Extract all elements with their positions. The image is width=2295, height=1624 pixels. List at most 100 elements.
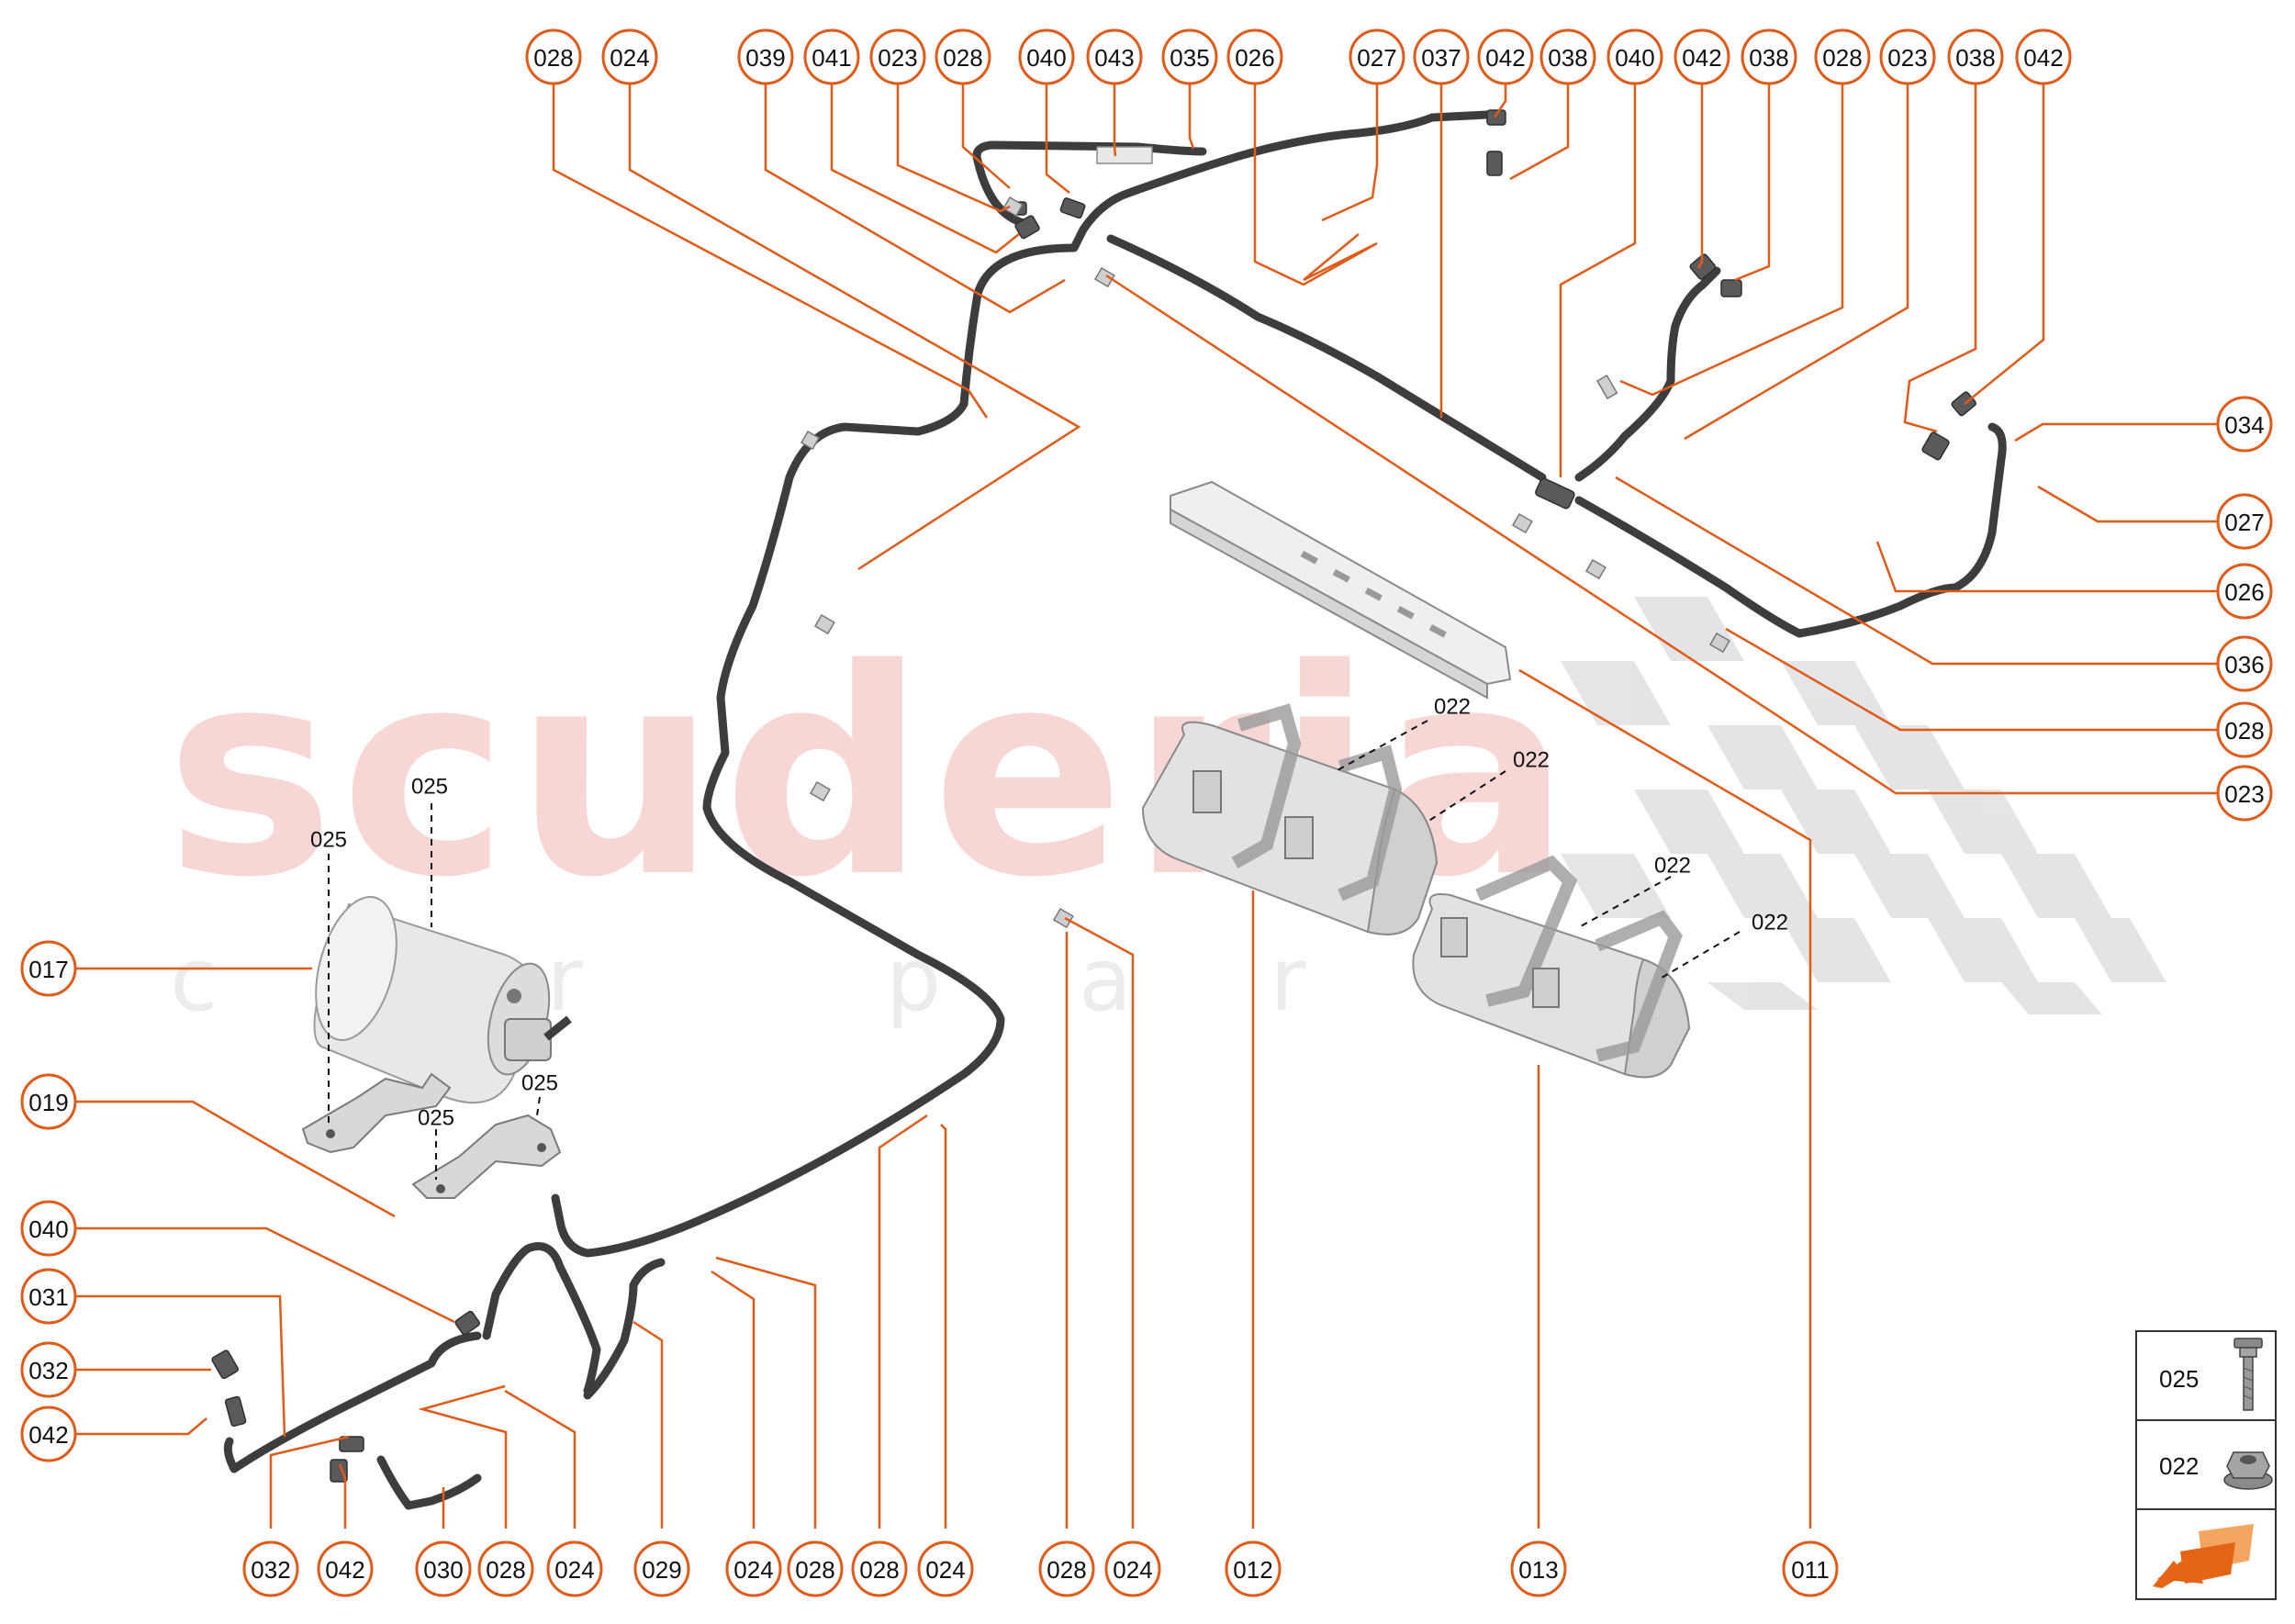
callout-label: 042 (1485, 44, 1525, 72)
callout-023: 023 (1879, 28, 1936, 85)
callout-017: 017 (20, 940, 77, 997)
callout-label: 028 (2224, 717, 2264, 745)
callout-label: 031 (28, 1283, 68, 1311)
main-supply-pipe (551, 110, 1492, 1258)
callout-circle (803, 28, 860, 85)
callout-circle (633, 1540, 690, 1597)
callout-label: 038 (1749, 44, 1788, 72)
callout-023: 023 (869, 28, 926, 85)
callout-label: 037 (1421, 44, 1461, 72)
canister-bracket-lower (411, 1114, 562, 1199)
flange-bolt-icon (2233, 1338, 2263, 1411)
callout-circle (546, 1540, 603, 1597)
callout-circle (1413, 28, 1470, 85)
callout-circle (1038, 1540, 1095, 1597)
callout-circle (1225, 1540, 1282, 1597)
callout-032: 032 (242, 1540, 299, 1597)
callout-028: 028 (851, 1540, 908, 1597)
fuel-cooler-canister (313, 896, 572, 1104)
pipe-network (223, 110, 2007, 1510)
callout-label: 023 (1887, 44, 1927, 72)
callout-circle (415, 1540, 472, 1597)
callout-label: 028 (486, 1556, 525, 1584)
callout-label: 027 (1357, 44, 1396, 72)
fuel-tank-left (1141, 703, 1439, 935)
callout-circle (2216, 635, 2273, 692)
callout-042: 042 (20, 1406, 77, 1462)
callout-038: 038 (1741, 28, 1797, 85)
callout-circle (525, 28, 582, 85)
callout-012: 012 (1225, 1540, 1282, 1597)
callout-circle (2216, 396, 2273, 453)
label-025: 025 (310, 828, 347, 853)
callout-label: 028 (1822, 44, 1862, 72)
callout-label: 035 (1170, 44, 1209, 72)
legend-item-022: 022 (2159, 1451, 2273, 1490)
callout-042: 042 (317, 1540, 374, 1597)
callout-043: 043 (1086, 28, 1143, 85)
callout-label: 023 (878, 44, 917, 72)
callout-label: 012 (1233, 1556, 1272, 1584)
callout-circle (787, 1540, 844, 1597)
callout-label: 024 (733, 1556, 773, 1584)
lower-mid-pipe (583, 1258, 666, 1400)
callout-label: 029 (642, 1556, 681, 1584)
fuel-rail (1170, 480, 1512, 700)
callout-circle (20, 1073, 77, 1130)
callout-label: 028 (943, 44, 982, 72)
callout-011: 011 (1782, 1540, 1839, 1597)
callout-label: 027 (2224, 509, 2264, 536)
callout-label: 040 (1615, 44, 1654, 72)
callout-circle (317, 1540, 374, 1597)
lower-left-pipe-2 (482, 1242, 601, 1395)
callout-036: 036 (2216, 635, 2273, 692)
callout-038: 038 (1947, 28, 2004, 85)
callout-041: 041 (803, 28, 860, 85)
legend-label: 022 (2159, 1452, 2199, 1480)
callout-040: 040 (1018, 28, 1075, 85)
callout-circle (869, 28, 926, 85)
callout-label: 028 (533, 44, 573, 72)
callout-label: 024 (554, 1556, 594, 1584)
callout-032: 032 (20, 1341, 77, 1398)
callout-label: 023 (2224, 780, 2264, 808)
callout-circle (20, 1341, 77, 1398)
callout-037: 037 (1413, 28, 1470, 85)
callout-label: 013 (1518, 1556, 1558, 1584)
callout-circle (1477, 28, 1534, 85)
callout-024: 024 (917, 1540, 974, 1597)
callout-026: 026 (1226, 28, 1283, 85)
callout-circle (917, 1540, 974, 1597)
legend-item-025: 025 (2159, 1338, 2263, 1411)
inline-labels: 025 025 025 025 022 022 022 022 (310, 695, 1788, 1131)
callout-label: 024 (1113, 1556, 1152, 1584)
callout-026: 026 (2216, 563, 2273, 620)
callout-label: 042 (28, 1421, 68, 1449)
callout-028: 028 (525, 28, 582, 85)
callout-label: 041 (812, 44, 851, 72)
callout-label: 011 (1791, 1556, 1829, 1584)
callout-circle (20, 940, 77, 997)
callout-label: 019 (28, 1089, 68, 1116)
callout-circle (1879, 28, 1936, 85)
callout-028: 028 (1038, 1540, 1095, 1597)
callout-024: 024 (725, 1540, 782, 1597)
callout-circle (2216, 493, 2273, 550)
callout-028: 028 (2216, 701, 2273, 758)
long-diagonal-pipe (1106, 234, 1547, 482)
callout-027: 027 (2216, 493, 2273, 550)
callout-circle (1674, 28, 1730, 85)
callout-circle (1018, 28, 1075, 85)
callout-label: 026 (2224, 578, 2264, 606)
callout-label: 017 (28, 956, 68, 983)
callout-label: 024 (610, 44, 649, 72)
label-022: 022 (1513, 748, 1550, 773)
callout-label: 042 (2023, 44, 2063, 72)
callout-circle (1104, 1540, 1161, 1597)
callout-039: 039 (737, 28, 794, 85)
callout-circle (477, 1540, 534, 1597)
label-022: 022 (1654, 854, 1691, 879)
callout-circle (1539, 28, 1596, 85)
callout-circle (1947, 28, 2004, 85)
